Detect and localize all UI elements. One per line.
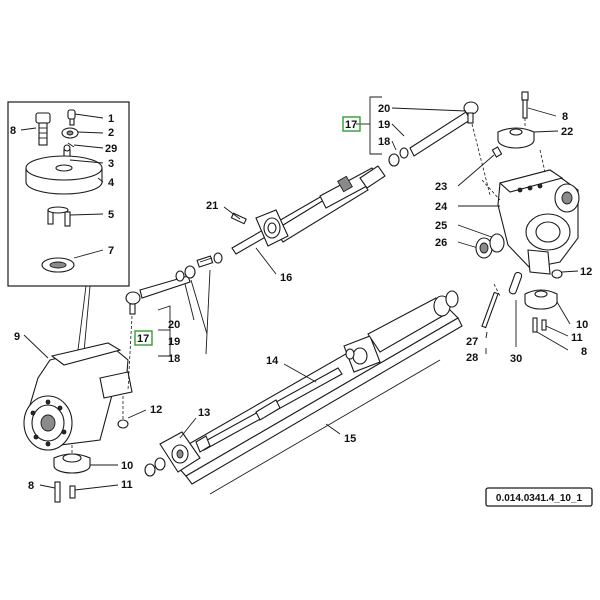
plate-part <box>25 155 103 195</box>
callout-label: 8 <box>10 125 16 137</box>
callout-label: 13 <box>198 407 210 419</box>
callout-label: 14 <box>266 355 279 367</box>
seal-ring-part <box>41 257 75 273</box>
highlight-box-17-top <box>342 116 361 132</box>
callout-label: 8 <box>28 480 34 492</box>
callout-label: 18 <box>378 136 390 148</box>
callout-label: 12 <box>150 404 162 416</box>
callout-label: 20 <box>378 103 390 115</box>
callout-label: 3 <box>108 158 114 170</box>
callout-label: 9 <box>14 331 20 343</box>
callout-label: 10 <box>121 460 133 472</box>
callout-label: 28 <box>466 352 478 364</box>
callout-label: 30 <box>510 353 522 365</box>
callout-label: 19 <box>168 336 180 348</box>
axle-beam <box>144 290 463 495</box>
screws-part <box>47 206 71 227</box>
callout-label: 21 <box>206 200 218 212</box>
callout-label: 18 <box>168 353 180 365</box>
callout-label: 2 <box>108 127 114 139</box>
callout-label: 10 <box>576 319 588 331</box>
callout-label: 8 <box>581 346 587 358</box>
callout-label: 7 <box>108 245 114 257</box>
right-steering-knuckle <box>481 149 580 275</box>
pin-parts <box>481 271 523 354</box>
reference-code-box: 0.014.0341.4_10_1 <box>485 487 593 507</box>
callout-label: 26 <box>435 237 447 249</box>
nut-part <box>61 127 79 139</box>
callout-label: 22 <box>561 126 573 138</box>
highlight-box-17-left <box>134 330 153 346</box>
callout-label: 15 <box>344 433 356 445</box>
callout-label: 23 <box>435 181 447 193</box>
grease-nipple-part <box>67 109 76 126</box>
inset-detail-box <box>7 101 130 353</box>
callout-label: 27 <box>466 336 478 348</box>
callout-label: 11 <box>571 332 583 344</box>
reference-code: 0.014.0341.4_10_1 <box>496 493 583 504</box>
callout-label: 1 <box>108 113 114 125</box>
left-lower-pivot <box>39 445 119 503</box>
left-tie-rod-end <box>125 252 223 391</box>
callout-label: 17 <box>137 333 149 345</box>
right-nut <box>551 269 579 279</box>
callout-label: 25 <box>435 220 447 232</box>
left-nut <box>117 396 147 429</box>
callout-label: 17 <box>345 119 357 131</box>
callout-label: 16 <box>280 272 292 284</box>
right-lower-pivot <box>524 289 571 351</box>
right-upper-pivot <box>457 91 559 187</box>
bushing-parts <box>475 233 505 259</box>
callout-label: 19 <box>378 119 390 131</box>
callout-labels: 1 2 29 3 4 5 7 8 9 12 10 11 8 13 14 15 1… <box>10 103 592 492</box>
callout-label: 5 <box>108 209 114 221</box>
bolt-part <box>35 112 51 146</box>
callout-label: 29 <box>105 143 117 155</box>
callout-label: 11 <box>121 479 133 491</box>
callout-label: 4 <box>108 177 115 189</box>
callout-label: 8 <box>562 111 568 123</box>
callout-label: 12 <box>580 266 592 278</box>
callout-label: 24 <box>435 201 448 213</box>
callout-label: 20 <box>168 319 180 331</box>
steering-cylinder <box>223 96 491 275</box>
left-steering-knuckle <box>23 334 133 451</box>
